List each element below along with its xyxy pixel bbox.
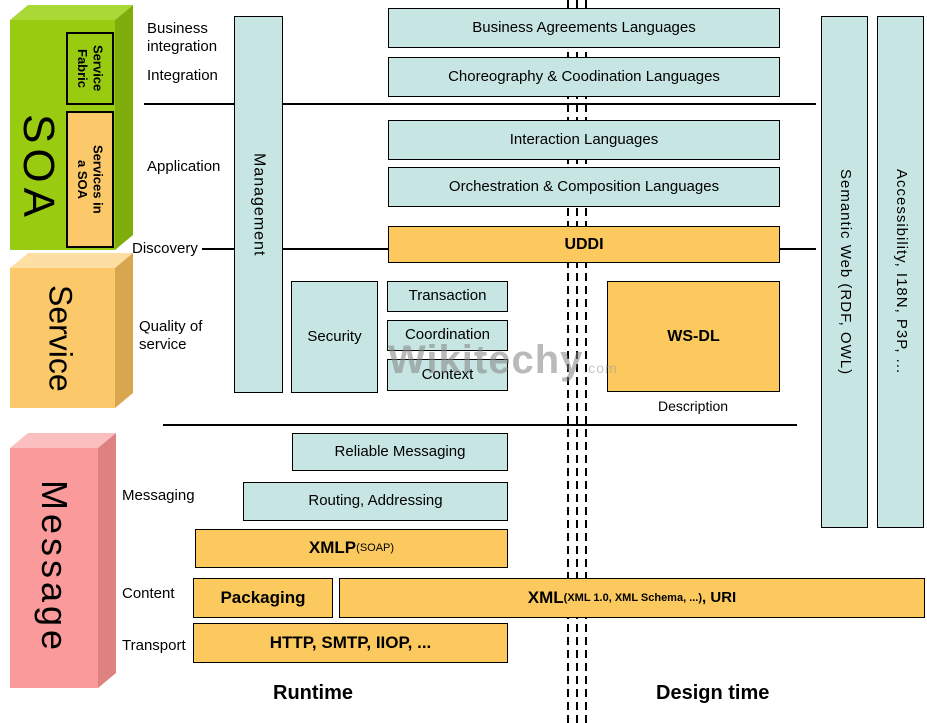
soa-pillar-label: SOA [14,114,63,222]
runtime-zone-label: Runtime [273,682,353,704]
messaging-label: Messaging [122,487,195,504]
transport-label: Transport [122,637,186,654]
reliable-messaging-bar: Reliable Messaging [292,433,508,471]
integration-section-line [144,103,816,105]
xml-label: XML [527,587,564,607]
xml-schema-sub-label: (XML 1.0, XML Schema, ...) [563,591,703,604]
transaction-box: Transaction [387,281,508,312]
watermark-tld: .com [583,360,618,376]
watermark-name: Wikitechy [388,338,584,382]
packaging-bar: Packaging [193,578,333,618]
context-box: Context [387,359,508,391]
service-pillar-front-face [10,268,115,408]
message-pillar-label: Message [34,480,75,655]
message-pillar-front-face [10,448,98,688]
business-agreements-languages-bar: Business Agreements Languages [388,8,780,48]
security-box: Security [291,281,378,393]
runtime-design-divider-dash-3 [585,0,587,723]
http-smtp-iiop-bar: HTTP, SMTP, IIOP, ... [193,623,508,663]
choreography-coordination-languages-bar: Choreography & Coodination Languages [388,57,780,97]
design-time-zone-label: Design time [656,682,770,704]
semantic-web-bar: Semantic Web (RDF, OWL) [821,16,868,528]
service-pillar-top-face [10,253,133,268]
discovery-label: Discovery [132,240,198,257]
routing-addressing-bar: Routing, Addressing [243,482,508,521]
coordination-box: Coordination [387,320,508,351]
xmlp-label: XMLP [308,538,357,558]
orchestration-composition-languages-bar: Orchestration & Composition Languages [388,167,780,207]
message-section-line [163,424,797,426]
quality-of-service-label: Quality of service [139,318,203,353]
interaction-languages-bar: Interaction Languages [388,120,780,160]
application-label: Application [147,158,221,175]
business-integration-label: Business integration [147,20,218,55]
services-in-a-soa-box: Services in a SOA [66,111,114,248]
soa-pillar-top-face [10,5,133,20]
management-bar: Management [234,16,283,393]
uri-label: , URI [702,588,737,606]
watermark: Wikitechy.com [388,338,618,383]
runtime-design-divider-dash-2 [576,0,578,723]
service-fabric-box: Service Fabric [66,32,114,105]
message-pillar-top-face [10,433,116,448]
description-label: Description [658,398,729,414]
service-pillar-side-face [115,253,133,408]
ws-dl-box: WS-DL [607,281,780,392]
integration-label: Integration [147,67,218,84]
xmlp-soap-bar: XMLP (SOAP) [195,529,508,568]
soa-pillar-side-face [115,5,133,250]
uddi-bar: UDDI [388,226,780,263]
soap-sub-label: (SOAP) [356,542,395,555]
content-label: Content [122,585,175,602]
xml-uri-bar: XML (XML 1.0, XML Schema, ...) , URI [339,578,925,618]
runtime-design-divider-dash-1 [567,0,569,723]
accessibility-bar: Accessibility, I18N, P3P, ... [877,16,924,528]
message-pillar-side-face [98,433,116,688]
service-pillar-label: Service [42,284,79,392]
